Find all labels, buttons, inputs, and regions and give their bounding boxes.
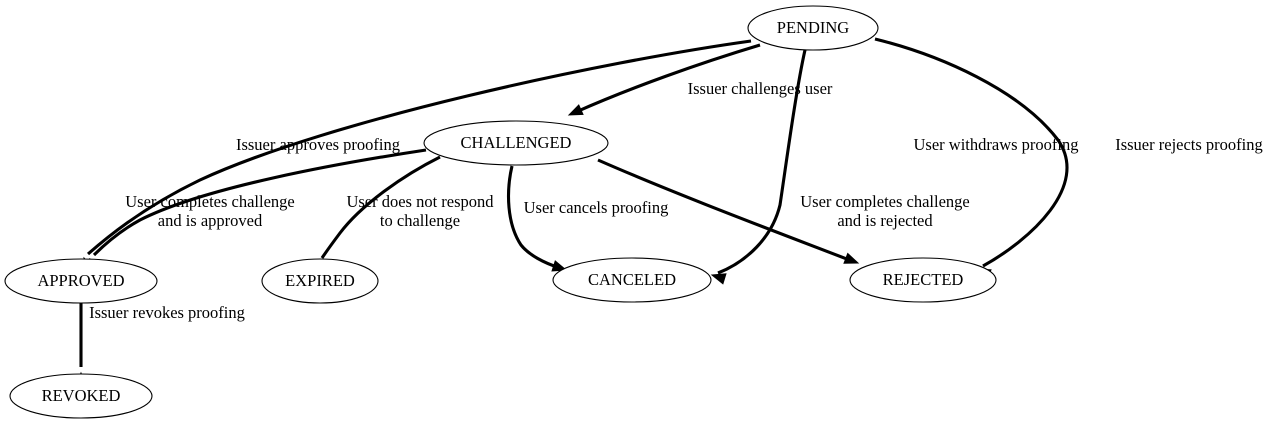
edge-label-line: User cancels proofing [524, 198, 669, 217]
node-ellipse-approved [4, 258, 158, 304]
edge-label-line: User completes challenge [125, 192, 295, 211]
edge-label-line: and is approved [158, 211, 263, 230]
node-label-approved: APPROVED [37, 271, 124, 290]
edge-labels-layer: Issuer approves proofing Issuer challenge… [89, 79, 1263, 322]
arrowhead-challenged-rejected [843, 252, 860, 264]
state-node-expired[interactable]: EXPIRED [261, 258, 379, 304]
edge-line-challenged-canceled [506, 165, 561, 270]
edge-line-pending-approved [86, 39, 752, 256]
edge-line-challenged-rejected [597, 158, 853, 263]
node-ellipse-rejected [849, 257, 997, 303]
edge-label-challenged-canceled: User cancels proofing [524, 198, 669, 217]
edge-label-line: Issuer challenges user [688, 79, 833, 98]
edge-line-pending-rejected [874, 37, 1069, 268]
edge-label-line: User withdraws proofing [914, 135, 1079, 154]
edge-label-line: Issuer approves proofing [236, 135, 400, 154]
state-node-challenged[interactable]: CHALLENGED [423, 120, 609, 166]
edge-label-line: User completes challenge [800, 192, 970, 211]
nodes-layer: PENDING CHALLENGED APPROVED EXPIRED CANCELED… [4, 5, 997, 419]
arrowhead-pending-challenged [567, 104, 584, 116]
edge-label-approved-revoked: Issuer revokes proofing [89, 303, 245, 322]
node-label-revoked: REVOKED [42, 386, 121, 405]
edge-label-line: and is rejected [837, 211, 933, 230]
node-label-canceled: CANCELED [588, 270, 676, 289]
edge-label-pending-approved: Issuer approves proofing [236, 135, 400, 154]
edge-line-challenged-expired [320, 155, 441, 259]
edge-pending-rejected [874, 37, 1069, 281]
state-node-rejected[interactable]: REJECTED [849, 257, 997, 303]
edge-label-line: Issuer rejects proofing [1115, 135, 1263, 154]
edge-label-line: Issuer revokes proofing [89, 303, 245, 322]
node-ellipse-expired [261, 258, 379, 304]
edge-label-pending-canceled: User withdraws proofing [914, 135, 1079, 154]
node-ellipse-challenged [423, 120, 609, 166]
node-ellipse-pending [747, 5, 879, 51]
edge-pending-approved [83, 39, 752, 273]
node-label-rejected: REJECTED [883, 270, 964, 289]
node-label-expired: EXPIRED [285, 271, 355, 290]
edge-pending-challenged [567, 43, 761, 116]
node-label-pending: PENDING [777, 18, 849, 37]
edge-label-pending-rejected: Issuer rejects proofing [1115, 135, 1263, 154]
edge-line-challenged-approved [92, 148, 427, 257]
edge-challenged-rejected [597, 158, 860, 264]
arrowhead-challenged-canceled [551, 260, 568, 272]
state-node-revoked[interactable]: REVOKED [9, 373, 153, 419]
node-label-challenged: CHALLENGED [461, 133, 572, 152]
node-ellipse-canceled [552, 257, 712, 303]
arrowhead-pending-canceled [710, 273, 727, 285]
edge-line-pending-canceled [717, 49, 807, 275]
edge-line-pending-challenged [575, 43, 761, 114]
edge-label-line: User does not respond [346, 192, 494, 211]
edge-label-line: to challenge [380, 211, 460, 230]
edge-pending-canceled [710, 49, 807, 285]
edge-challenged-canceled [506, 165, 568, 272]
state-node-approved[interactable]: APPROVED [4, 258, 158, 304]
node-ellipse-revoked [9, 373, 153, 419]
state-node-canceled[interactable]: CANCELED [552, 257, 712, 303]
state-node-pending[interactable]: PENDING [747, 5, 879, 51]
edge-label-pending-challenged: Issuer challenges user [688, 79, 833, 98]
